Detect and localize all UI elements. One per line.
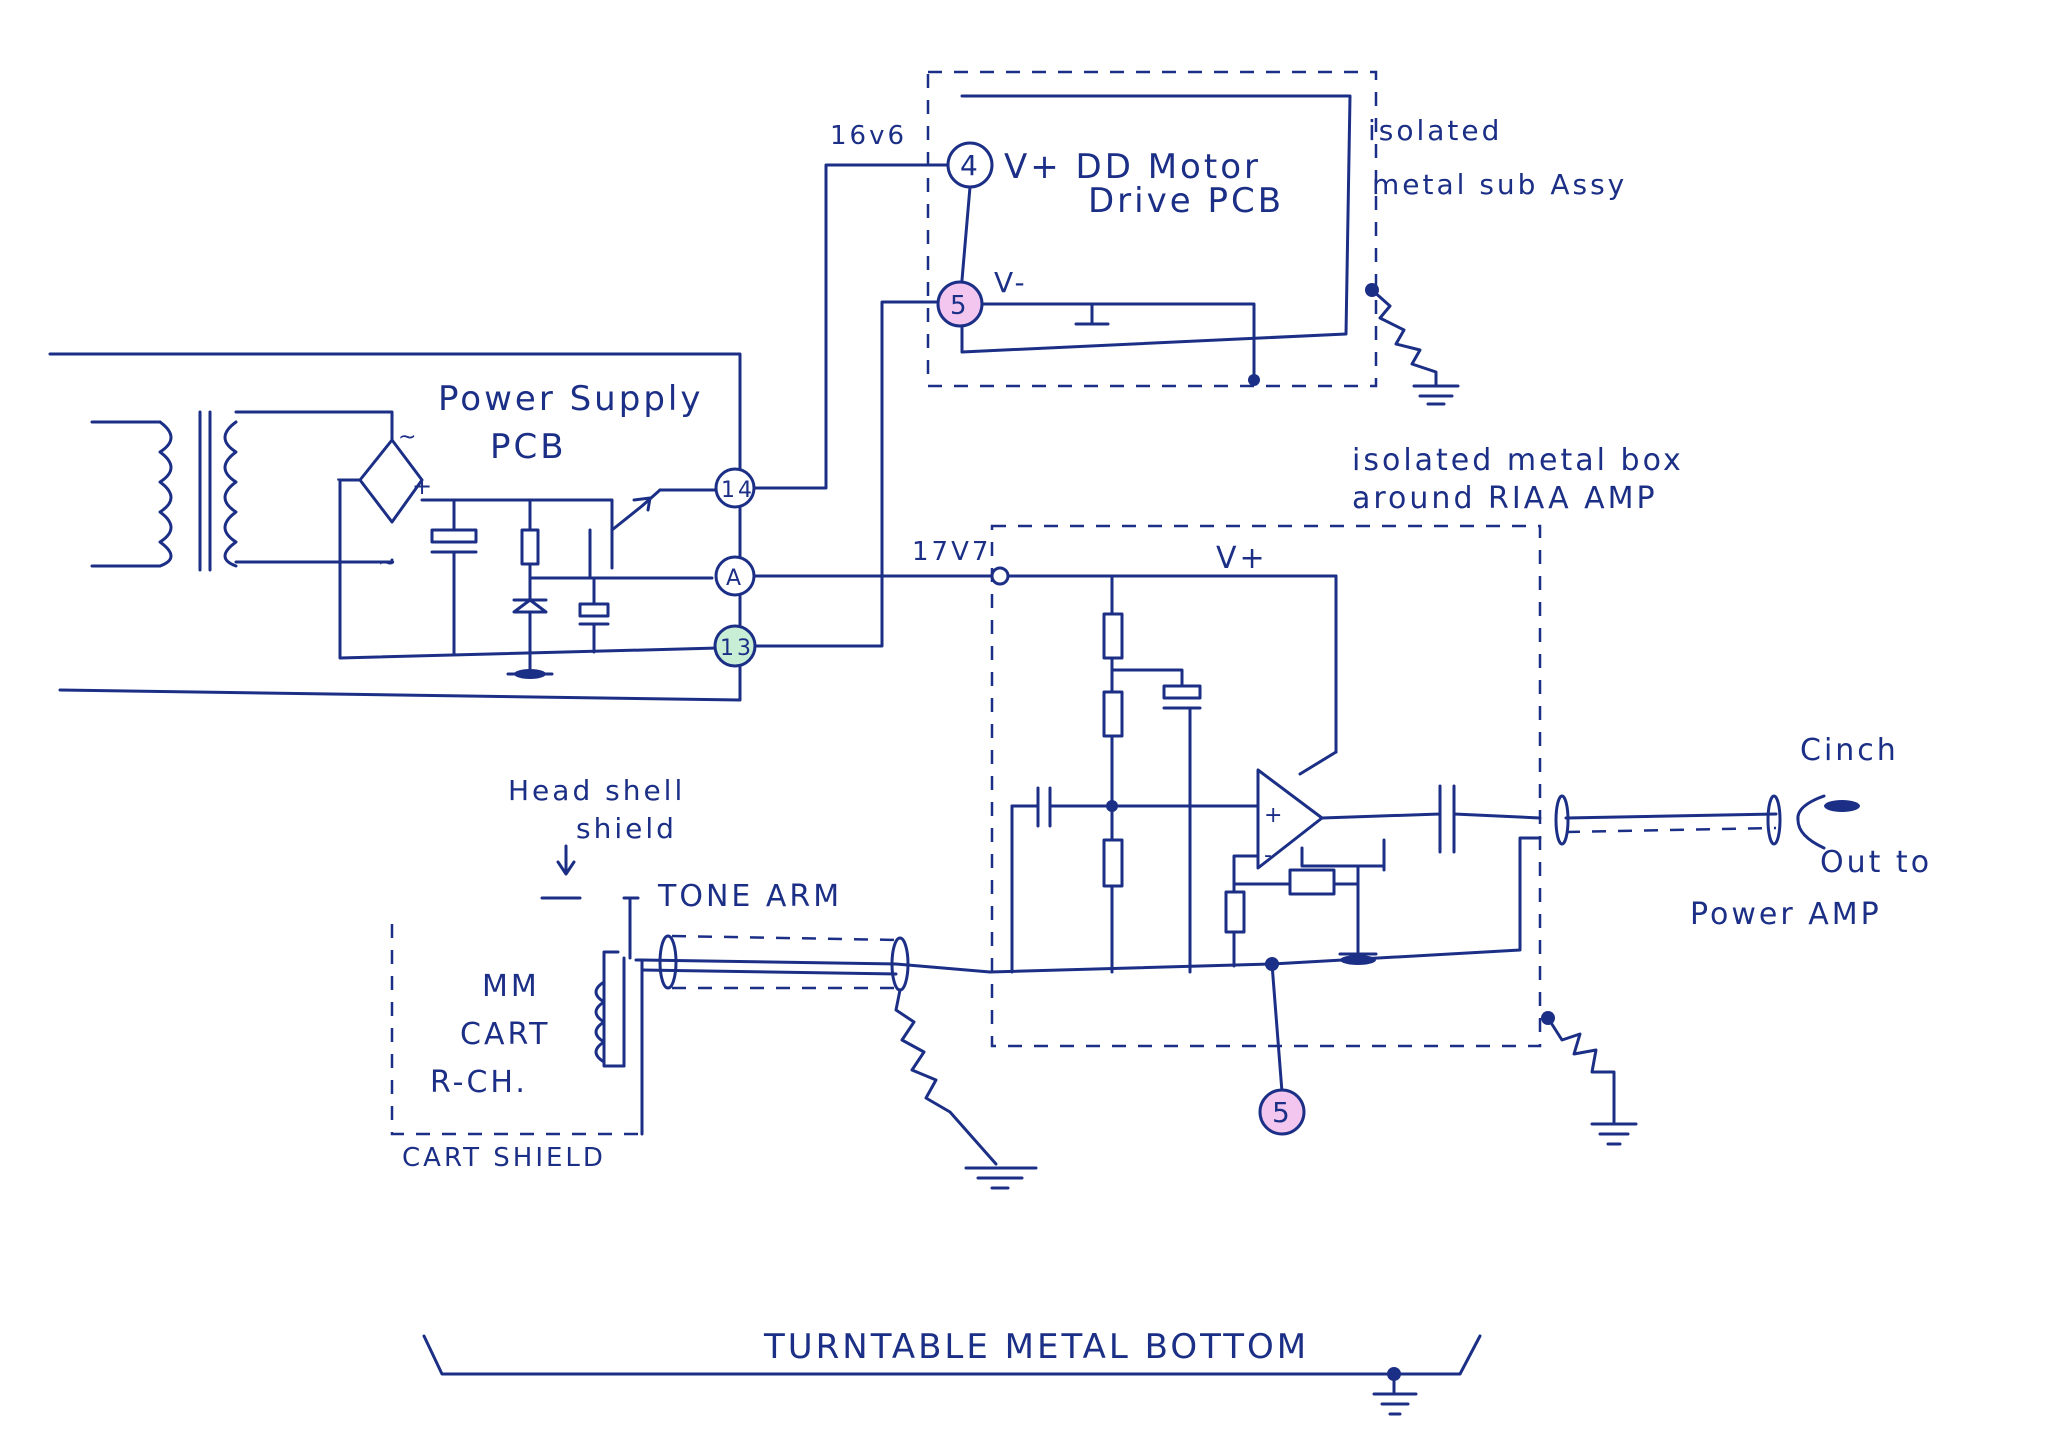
op-amp: + - bbox=[1256, 750, 1338, 870]
node-13: 13 bbox=[713, 624, 757, 668]
label-tone-arm: TONE ARM bbox=[657, 879, 842, 914]
psu-positive-rail bbox=[420, 498, 614, 532]
output-cable bbox=[1554, 794, 1782, 846]
transformer bbox=[90, 410, 394, 572]
label-cinch: Cinch bbox=[1800, 733, 1899, 768]
label-pcb: PCB bbox=[490, 427, 567, 467]
label-head-shell-1: Head shell bbox=[508, 774, 685, 807]
feedback-network bbox=[1224, 838, 1386, 968]
label-riaa-box-2: around RIAA AMP bbox=[1352, 481, 1658, 516]
node-4-label: 4 bbox=[960, 149, 981, 182]
opamp-plus-sign: + bbox=[1264, 803, 1285, 828]
cartridge-coil bbox=[594, 950, 644, 1136]
ac-tilde-top: ~ bbox=[398, 425, 419, 450]
input-shielded-cable bbox=[640, 934, 992, 992]
label-cart: CART bbox=[460, 1017, 550, 1052]
output-coupling-cap bbox=[1320, 784, 1542, 854]
label-power-supply: Power Supply bbox=[438, 379, 703, 419]
label-v-plus: V+ bbox=[1216, 541, 1268, 576]
label-r-ch: R-CH. bbox=[430, 1065, 528, 1100]
motor-chassis-ground bbox=[1365, 283, 1460, 406]
label-17v7: 17V7 bbox=[912, 537, 991, 567]
bridge-plus: + bbox=[412, 472, 435, 500]
label-riaa-box-1: isolated metal box bbox=[1352, 443, 1684, 478]
bridge-rectifier: ~ ~ - + bbox=[336, 425, 435, 576]
input-coupling-cap bbox=[1010, 786, 1260, 974]
label-out-to: Out to bbox=[1820, 845, 1932, 880]
riaa-amp-block: V+ + - bbox=[988, 524, 1542, 1048]
riaa-ground-rail bbox=[988, 836, 1542, 974]
psu-resistor-zener bbox=[506, 498, 554, 679]
bridge-minus: - bbox=[336, 464, 348, 492]
v-minus-rail bbox=[980, 302, 1256, 382]
head-shell-arrow-icon bbox=[556, 844, 576, 876]
cable-shield-ground bbox=[894, 988, 1038, 1190]
power-supply-pcb-outline bbox=[48, 352, 742, 702]
wire-13-to-5 bbox=[753, 300, 940, 648]
ac-tilde-bottom: ~ bbox=[378, 551, 399, 576]
turntable-bottom bbox=[422, 1334, 1482, 1416]
terminal-17v7 bbox=[990, 566, 1010, 586]
node-14: 14 bbox=[714, 467, 756, 509]
node-5-top-label: 5 bbox=[950, 291, 970, 321]
psu-capacitor-2 bbox=[578, 576, 610, 654]
riaa-isolated-box bbox=[990, 524, 1542, 1048]
cinch-connector bbox=[1796, 794, 1860, 850]
node-4: 4 bbox=[946, 141, 994, 189]
cart-shield-outline bbox=[390, 924, 642, 1136]
power-supply-block: ~ ~ - + bbox=[48, 352, 742, 702]
node-14-label: 14 bbox=[721, 478, 755, 503]
label-16v6: 16v6 bbox=[830, 121, 907, 151]
drive-ground-symbol bbox=[1074, 302, 1110, 326]
label-isolated-sub-2: metal sub Assy bbox=[1372, 168, 1627, 201]
label-v-minus: V- bbox=[994, 266, 1028, 299]
opamp-minus-sign: - bbox=[1264, 843, 1275, 868]
label-isolated-sub-1: isolated bbox=[1368, 114, 1502, 147]
label-dd-motor: V+ DD Motor bbox=[1004, 147, 1261, 187]
psu-capacitor-1 bbox=[430, 498, 478, 656]
wire-4-down bbox=[960, 185, 972, 282]
node-5-bottom-label: 5 bbox=[1272, 1096, 1293, 1129]
label-mm: MM bbox=[482, 969, 540, 1004]
label-turntable-bottom: TURNTABLE METAL BOTTOM bbox=[763, 1327, 1309, 1367]
node-A: A bbox=[714, 555, 756, 597]
psu-transistor bbox=[588, 488, 720, 580]
riaa-decoupling-cap bbox=[1110, 668, 1202, 974]
riaa-divider bbox=[1102, 574, 1124, 974]
wire-to-node-5-bottom bbox=[1270, 962, 1284, 1094]
label-drive-pcb: Drive PCB bbox=[1088, 181, 1284, 221]
wire-16v6 bbox=[752, 163, 950, 490]
riaa-chassis-ground bbox=[1541, 1011, 1638, 1146]
label-power-amp: Power AMP bbox=[1690, 897, 1882, 932]
node-5-top: 5 bbox=[936, 280, 984, 328]
wire-17v7 bbox=[752, 574, 1338, 754]
motor-drive-block: 4 5 V+ DD Motor Drive PCB V- bbox=[926, 70, 1378, 388]
label-head-shell-2: shield bbox=[576, 812, 677, 845]
node-13-label: 13 bbox=[720, 636, 754, 661]
label-cart-shield: CART SHIELD bbox=[402, 1143, 606, 1173]
cartridge-block bbox=[390, 896, 1038, 1190]
drive-pcb-outline bbox=[960, 94, 1352, 354]
motor-sub-assy-isolation bbox=[926, 70, 1378, 388]
node-A-label: A bbox=[726, 566, 744, 591]
node-5-bottom: 5 bbox=[1258, 1088, 1306, 1136]
